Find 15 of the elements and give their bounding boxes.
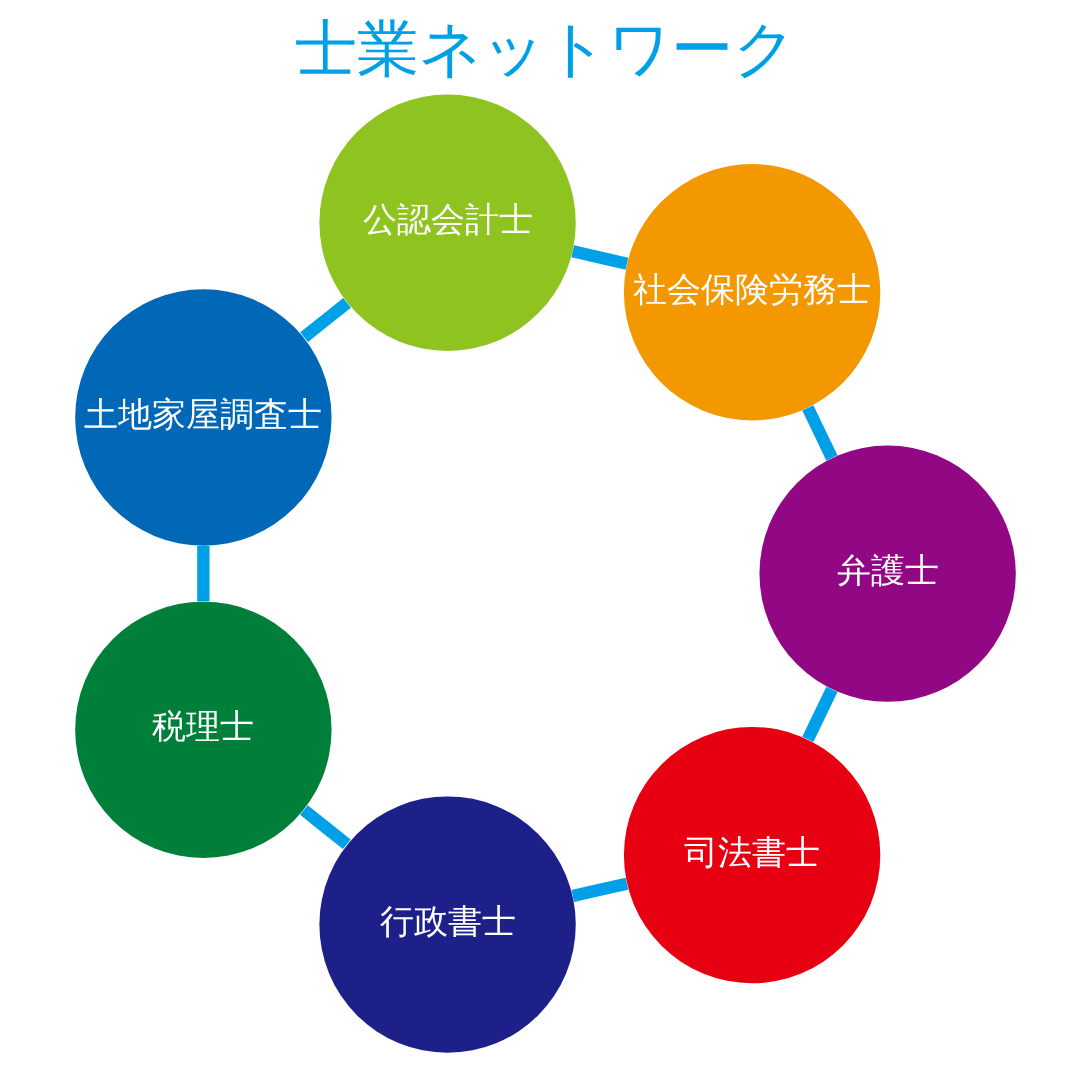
connector (570, 877, 628, 903)
node-circle: 行政書士 (318, 796, 576, 1053)
connector (801, 686, 837, 743)
node-circle: 司法書士 (623, 726, 880, 984)
connector (196, 545, 210, 602)
node-circle: 弁護士 (758, 445, 1016, 702)
node-circle: 土地家屋調査士 (74, 289, 332, 546)
node-circle: 税理士 (74, 601, 332, 859)
node-circle: 社会保険労務士 (623, 164, 880, 421)
connector (299, 805, 351, 850)
connector (299, 298, 351, 342)
diagram-title: 士業ネットワーク (294, 12, 796, 85)
connector (801, 405, 837, 461)
connector (570, 245, 628, 270)
node-circle: 公認会計士 (318, 94, 576, 351)
